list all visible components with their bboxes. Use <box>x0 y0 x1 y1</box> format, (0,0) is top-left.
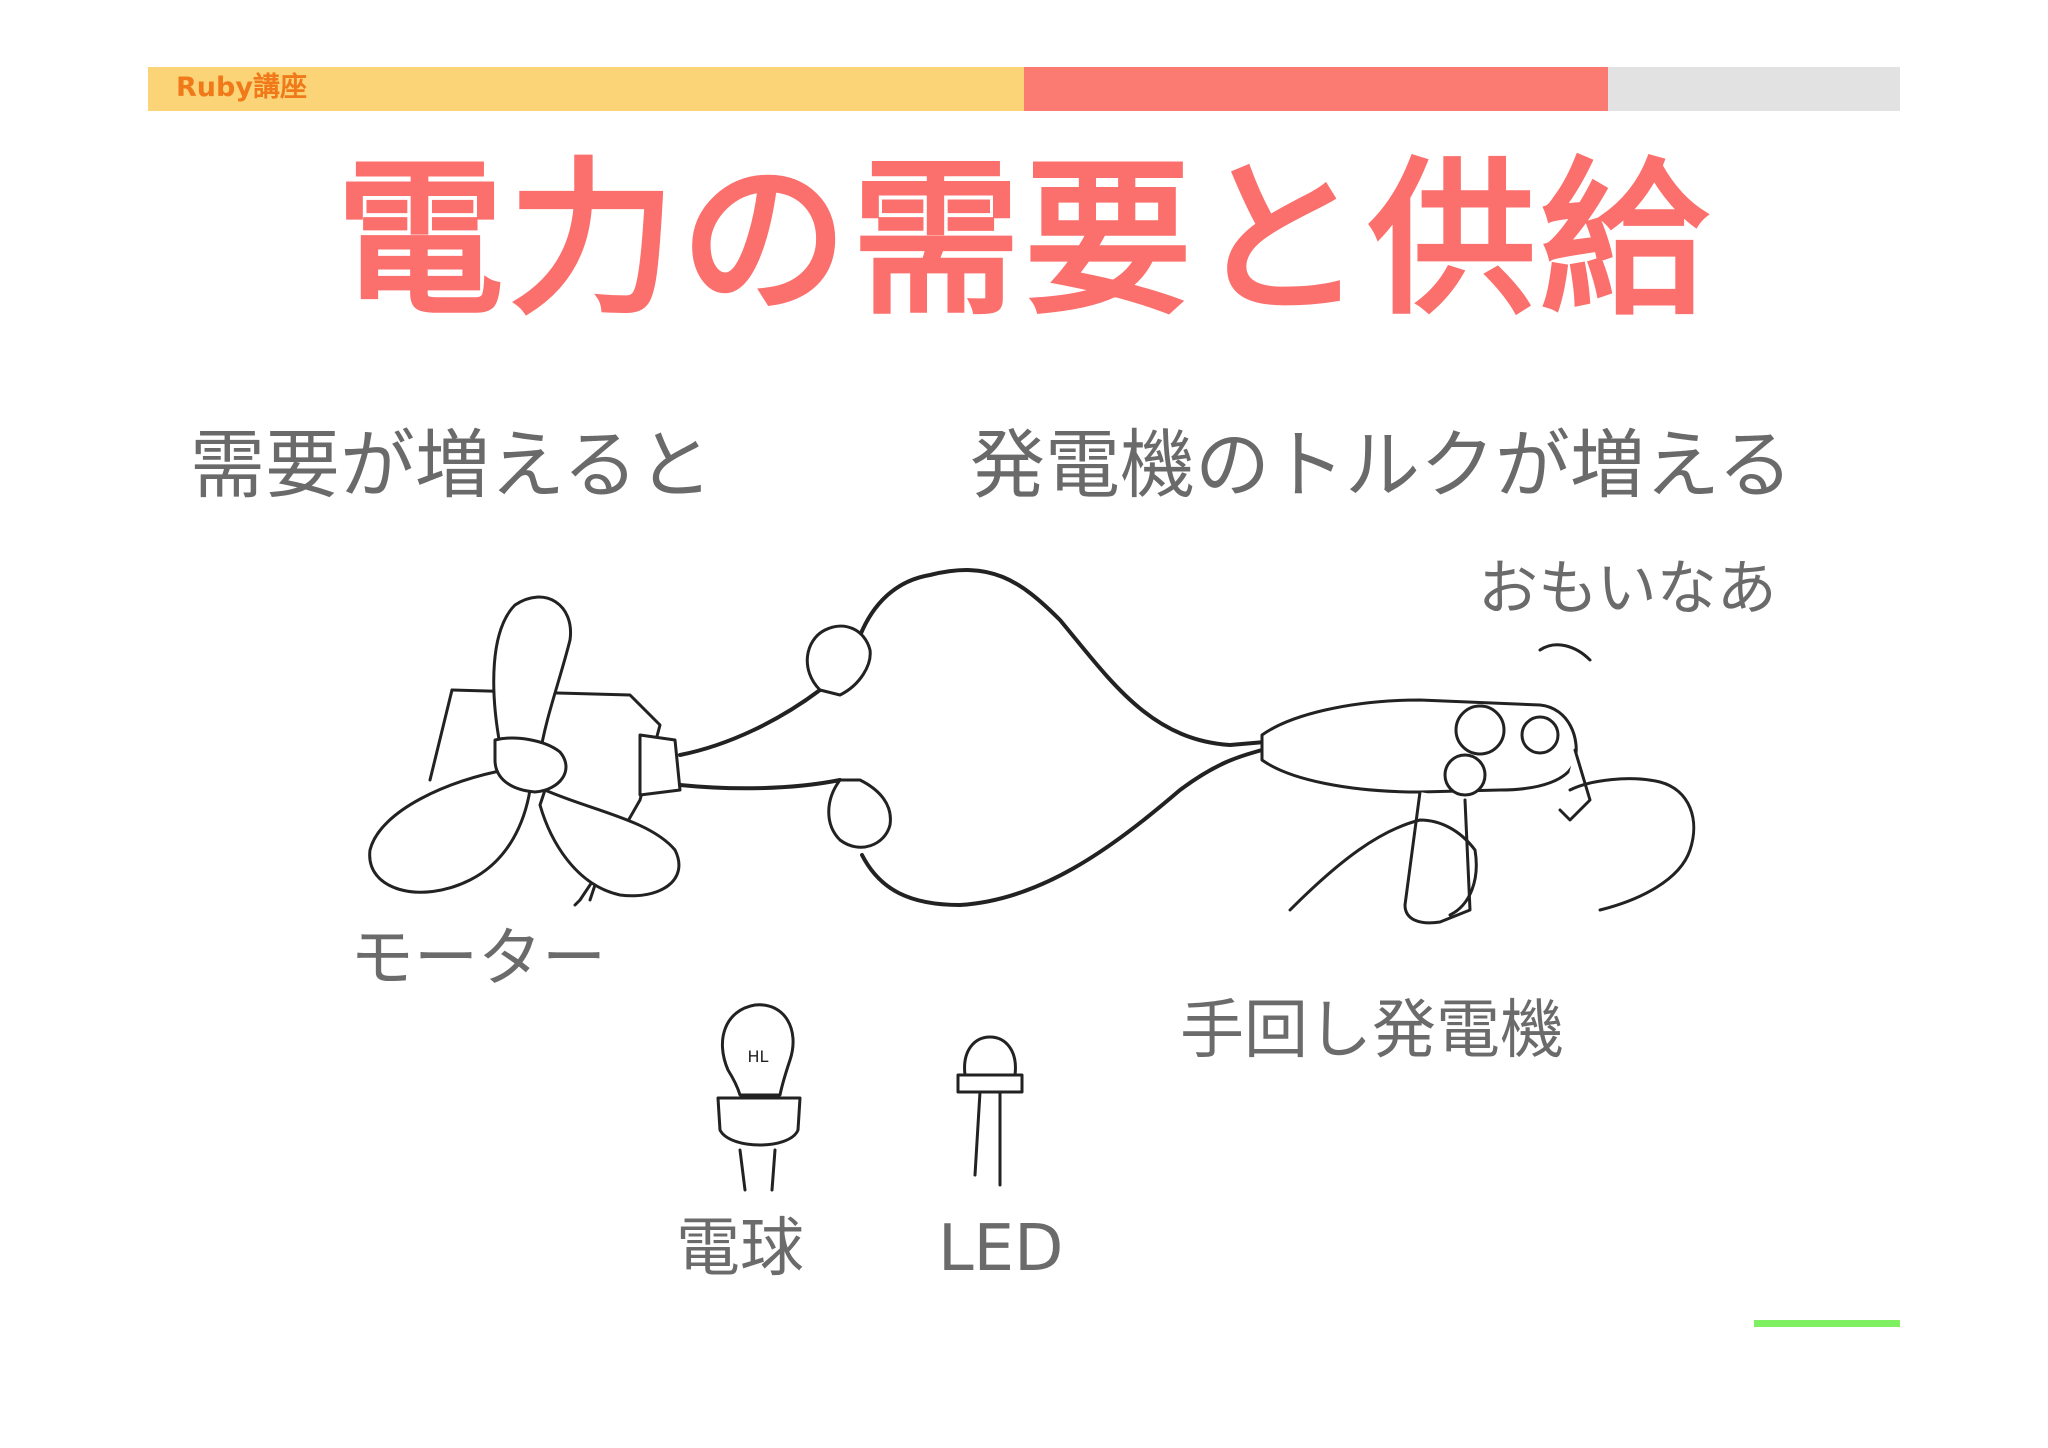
hands <box>1288 643 1696 917</box>
slide-title: 電力の需要と供給 <box>336 142 1712 338</box>
generator-label: 手回し発電機 <box>1172 990 1572 1072</box>
left-heading: 需要が増えると <box>190 421 713 509</box>
motor-label: モーター <box>342 918 614 1000</box>
bulb-mark: HL <box>748 1047 769 1066</box>
right-heading: 発電機のトルクが増える <box>970 421 1793 509</box>
led-drawing <box>956 1035 1024 1187</box>
header-bar-red <box>1024 67 1608 111</box>
fan-blades <box>368 595 681 898</box>
wires <box>678 568 1267 907</box>
clips <box>805 624 892 849</box>
header-bar-gray <box>1608 67 1900 111</box>
bulb-label: 電球 <box>668 1208 812 1290</box>
led-label: LED <box>930 1208 1072 1290</box>
bulb-drawing <box>716 1003 802 1192</box>
heavy-remark-label: おもいなあ <box>1470 548 1785 630</box>
course-label: Ruby講座 <box>176 72 307 103</box>
footer-accent-line <box>1754 1320 1900 1327</box>
header-bar-yellow <box>148 67 1024 111</box>
motor-body <box>638 733 682 797</box>
generator <box>1260 698 1592 925</box>
